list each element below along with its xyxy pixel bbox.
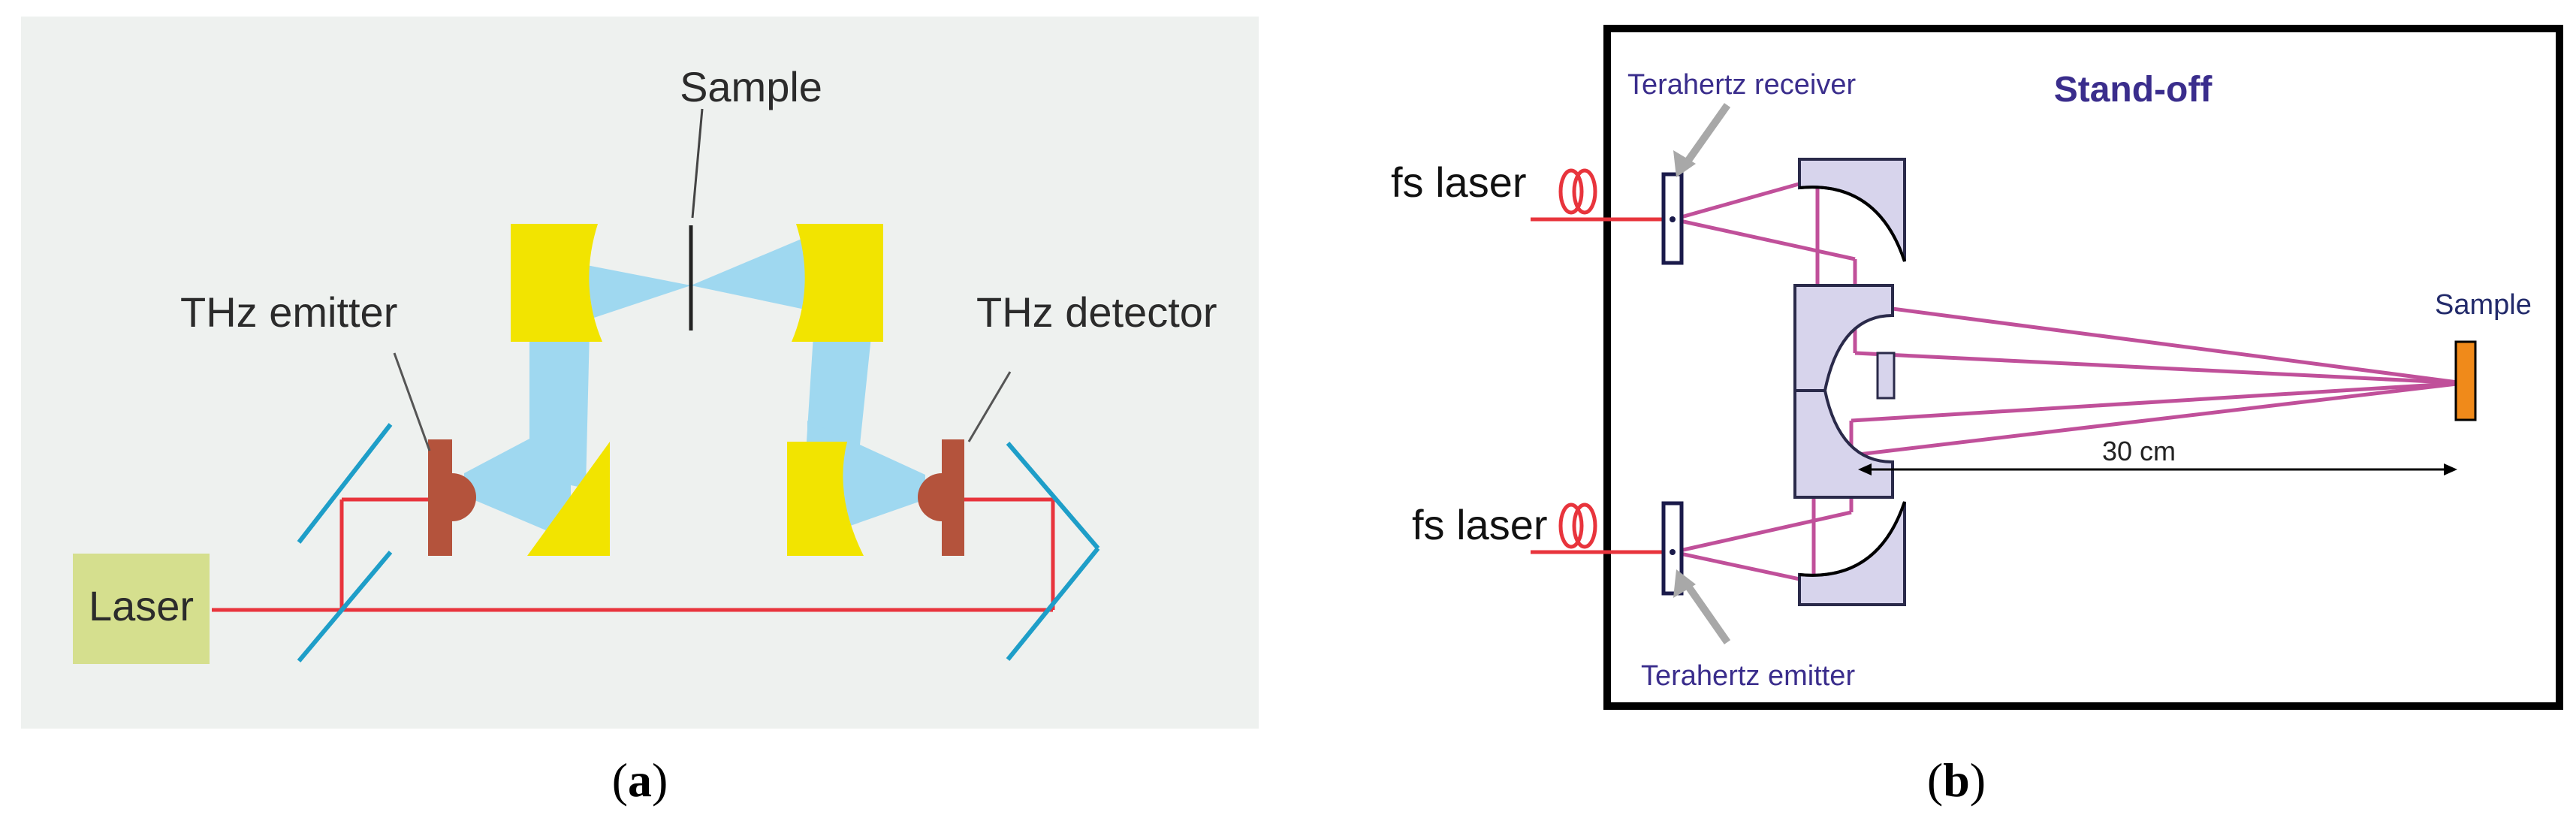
beam-splitters <box>297 423 1100 663</box>
emitter-leader <box>393 352 431 451</box>
parabolic-mirrors <box>511 224 883 556</box>
thz-beam <box>464 225 925 541</box>
laser-beam-path <box>212 497 1055 612</box>
terahertz-receiver-label: Terahertz receiver <box>1627 69 1856 101</box>
laser-source-box <box>73 554 210 664</box>
sample-label-b: Sample <box>2435 289 2532 321</box>
splitter-upper <box>297 423 393 544</box>
thz-detector <box>918 439 964 556</box>
sample-leader-a <box>691 108 704 219</box>
terahertz-emitter <box>1661 501 1684 596</box>
panel-b-frame <box>1603 25 2563 710</box>
fs-laser-bottom-label: fs laser <box>1412 501 1548 548</box>
terahertz-receiver <box>1661 172 1684 265</box>
thz-beam-b <box>1673 177 2464 584</box>
mirror-top-right <box>792 224 883 342</box>
mirror-b-4 <box>1798 501 1906 606</box>
detector-leader <box>967 371 1012 442</box>
panel-b: Stand-off fs laser fs laser <box>1391 25 2563 807</box>
caption-b: (b) <box>1927 753 1986 807</box>
splitter-lower <box>297 551 393 663</box>
fs-laser-fiber-top <box>1531 168 1669 222</box>
sample-label-a: Sample <box>680 63 822 110</box>
retro-mirror-upper <box>1006 442 1100 550</box>
mirror-b-2 <box>1793 284 1894 392</box>
emitter-arrow <box>1673 569 1731 644</box>
mirror-b-1 <box>1798 158 1906 262</box>
terahertz-emitter-label: Terahertz emitter <box>1641 660 1855 692</box>
distance-arrow <box>1858 463 2457 475</box>
mirror-bottom-right <box>787 442 864 556</box>
panel-a: Laser Sample <box>21 17 1259 807</box>
thz-emitter-label: THz emitter <box>180 288 397 336</box>
distance-label: 30 cm <box>2102 436 2176 466</box>
fs-laser-fiber-bottom <box>1531 503 1669 554</box>
thz-detector-label: THz detector <box>976 288 1217 336</box>
mirror-bottom-left <box>527 442 610 556</box>
retro-mirror-lower <box>1006 547 1100 661</box>
sample-b <box>2454 340 2477 421</box>
mirror-b-center-edge <box>1876 352 1896 400</box>
stand-off-title: Stand-off <box>2054 70 2213 110</box>
thz-emitter <box>428 439 476 556</box>
parabolic-mirrors-b <box>1793 158 1906 606</box>
laser-label: Laser <box>89 582 194 629</box>
mirror-top-left <box>511 224 602 342</box>
fs-laser-top-label: fs laser <box>1391 158 1527 206</box>
receiver-arrow <box>1673 103 1731 177</box>
caption-a: (a) <box>612 753 668 807</box>
